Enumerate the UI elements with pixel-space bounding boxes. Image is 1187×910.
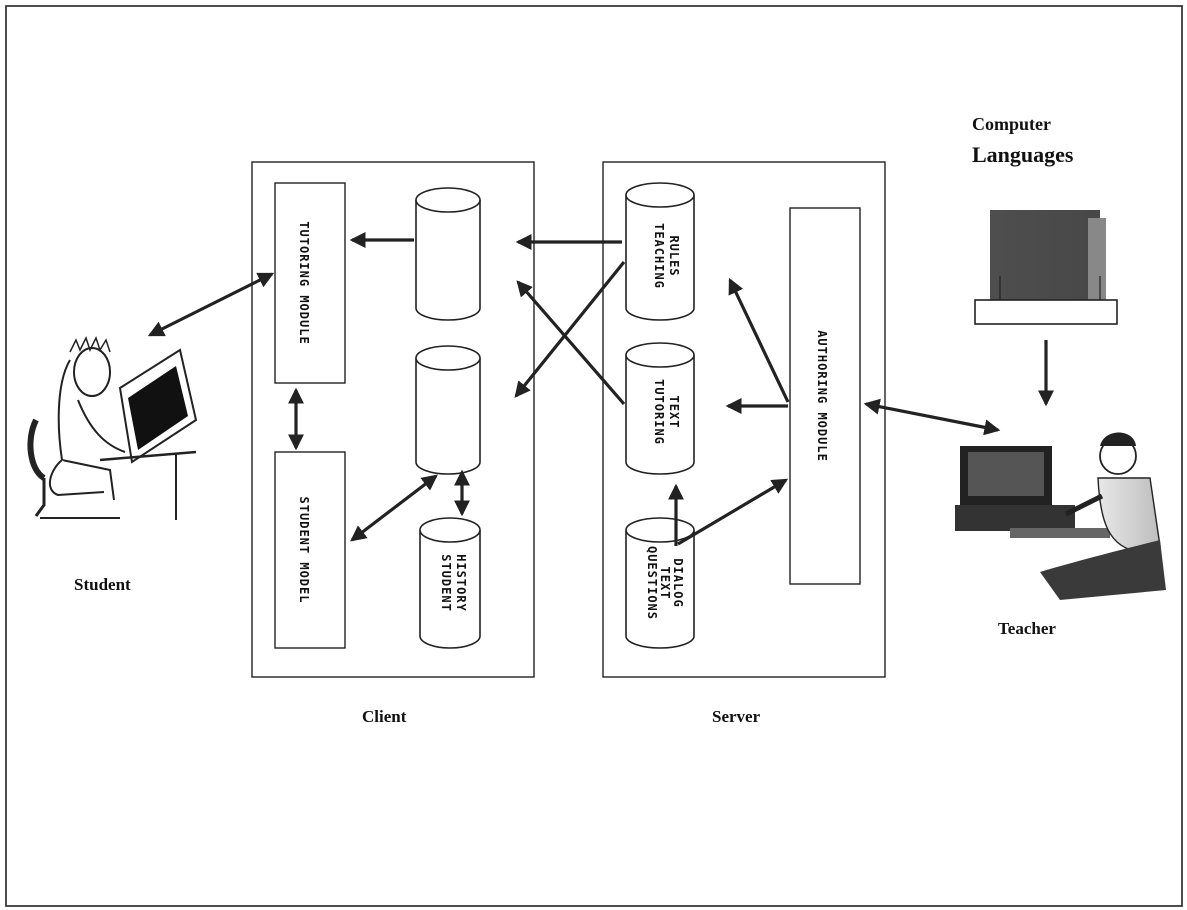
teaching-rules-cylinder: TEACHING RULES (625, 182, 695, 321)
svg-text:HISTORY: HISTORY (454, 554, 468, 612)
svg-text:DIALOG: DIALOG (671, 558, 685, 607)
computer-languages-label-line2: Languages (972, 142, 1074, 167)
computer-languages-label-line1: Computer (972, 114, 1051, 134)
diagram-frame (5, 5, 1183, 907)
svg-text:TEXT: TEXT (658, 567, 672, 600)
authoring-module-label: AUTHORING MODULE (815, 330, 829, 462)
svg-text:AUTHORING MODULE: AUTHORING MODULE (815, 330, 829, 462)
tutoring-text-cylinder: TUTORING TEXT (625, 342, 695, 475)
client-label: Client (362, 707, 407, 726)
server-label: Server (712, 707, 761, 726)
tutoring-module-label: TUTORING MODULE (297, 221, 311, 344)
student-model-label: STUDENT MODEL (297, 497, 311, 604)
student-at-computer-icon (27, 336, 198, 520)
connections (147, 232, 1054, 546)
svg-text:TUTORING MODULE: TUTORING MODULE (297, 221, 311, 344)
svg-text:TEACHING: TEACHING (652, 223, 666, 289)
teacher-label: Teacher (998, 619, 1056, 638)
svg-text:QUESTIONS: QUESTIONS (645, 546, 659, 620)
client-cache-cylinder-middle (415, 345, 481, 475)
authoring-module-box (789, 207, 861, 585)
tutoring-module-box (274, 182, 346, 384)
svg-text:RULES: RULES (667, 235, 681, 276)
question-text-dialog-cylinder: QUESTIONS TEXT DIALOG (625, 517, 695, 649)
student-history-cylinder: STUDENT HISTORY (419, 517, 481, 649)
svg-text:STUDENT: STUDENT (439, 554, 453, 612)
computer-languages-tower-icon (974, 210, 1118, 325)
student-model-box (274, 451, 346, 649)
student-label: Student (74, 575, 131, 594)
client-cache-cylinder-top (415, 187, 481, 321)
svg-text:TEXT: TEXT (667, 396, 681, 429)
svg-text:TUTORING: TUTORING (652, 379, 666, 445)
svg-text:STUDENT MODEL: STUDENT MODEL (297, 497, 311, 604)
teacher-at-computer-icon (955, 432, 1166, 600)
